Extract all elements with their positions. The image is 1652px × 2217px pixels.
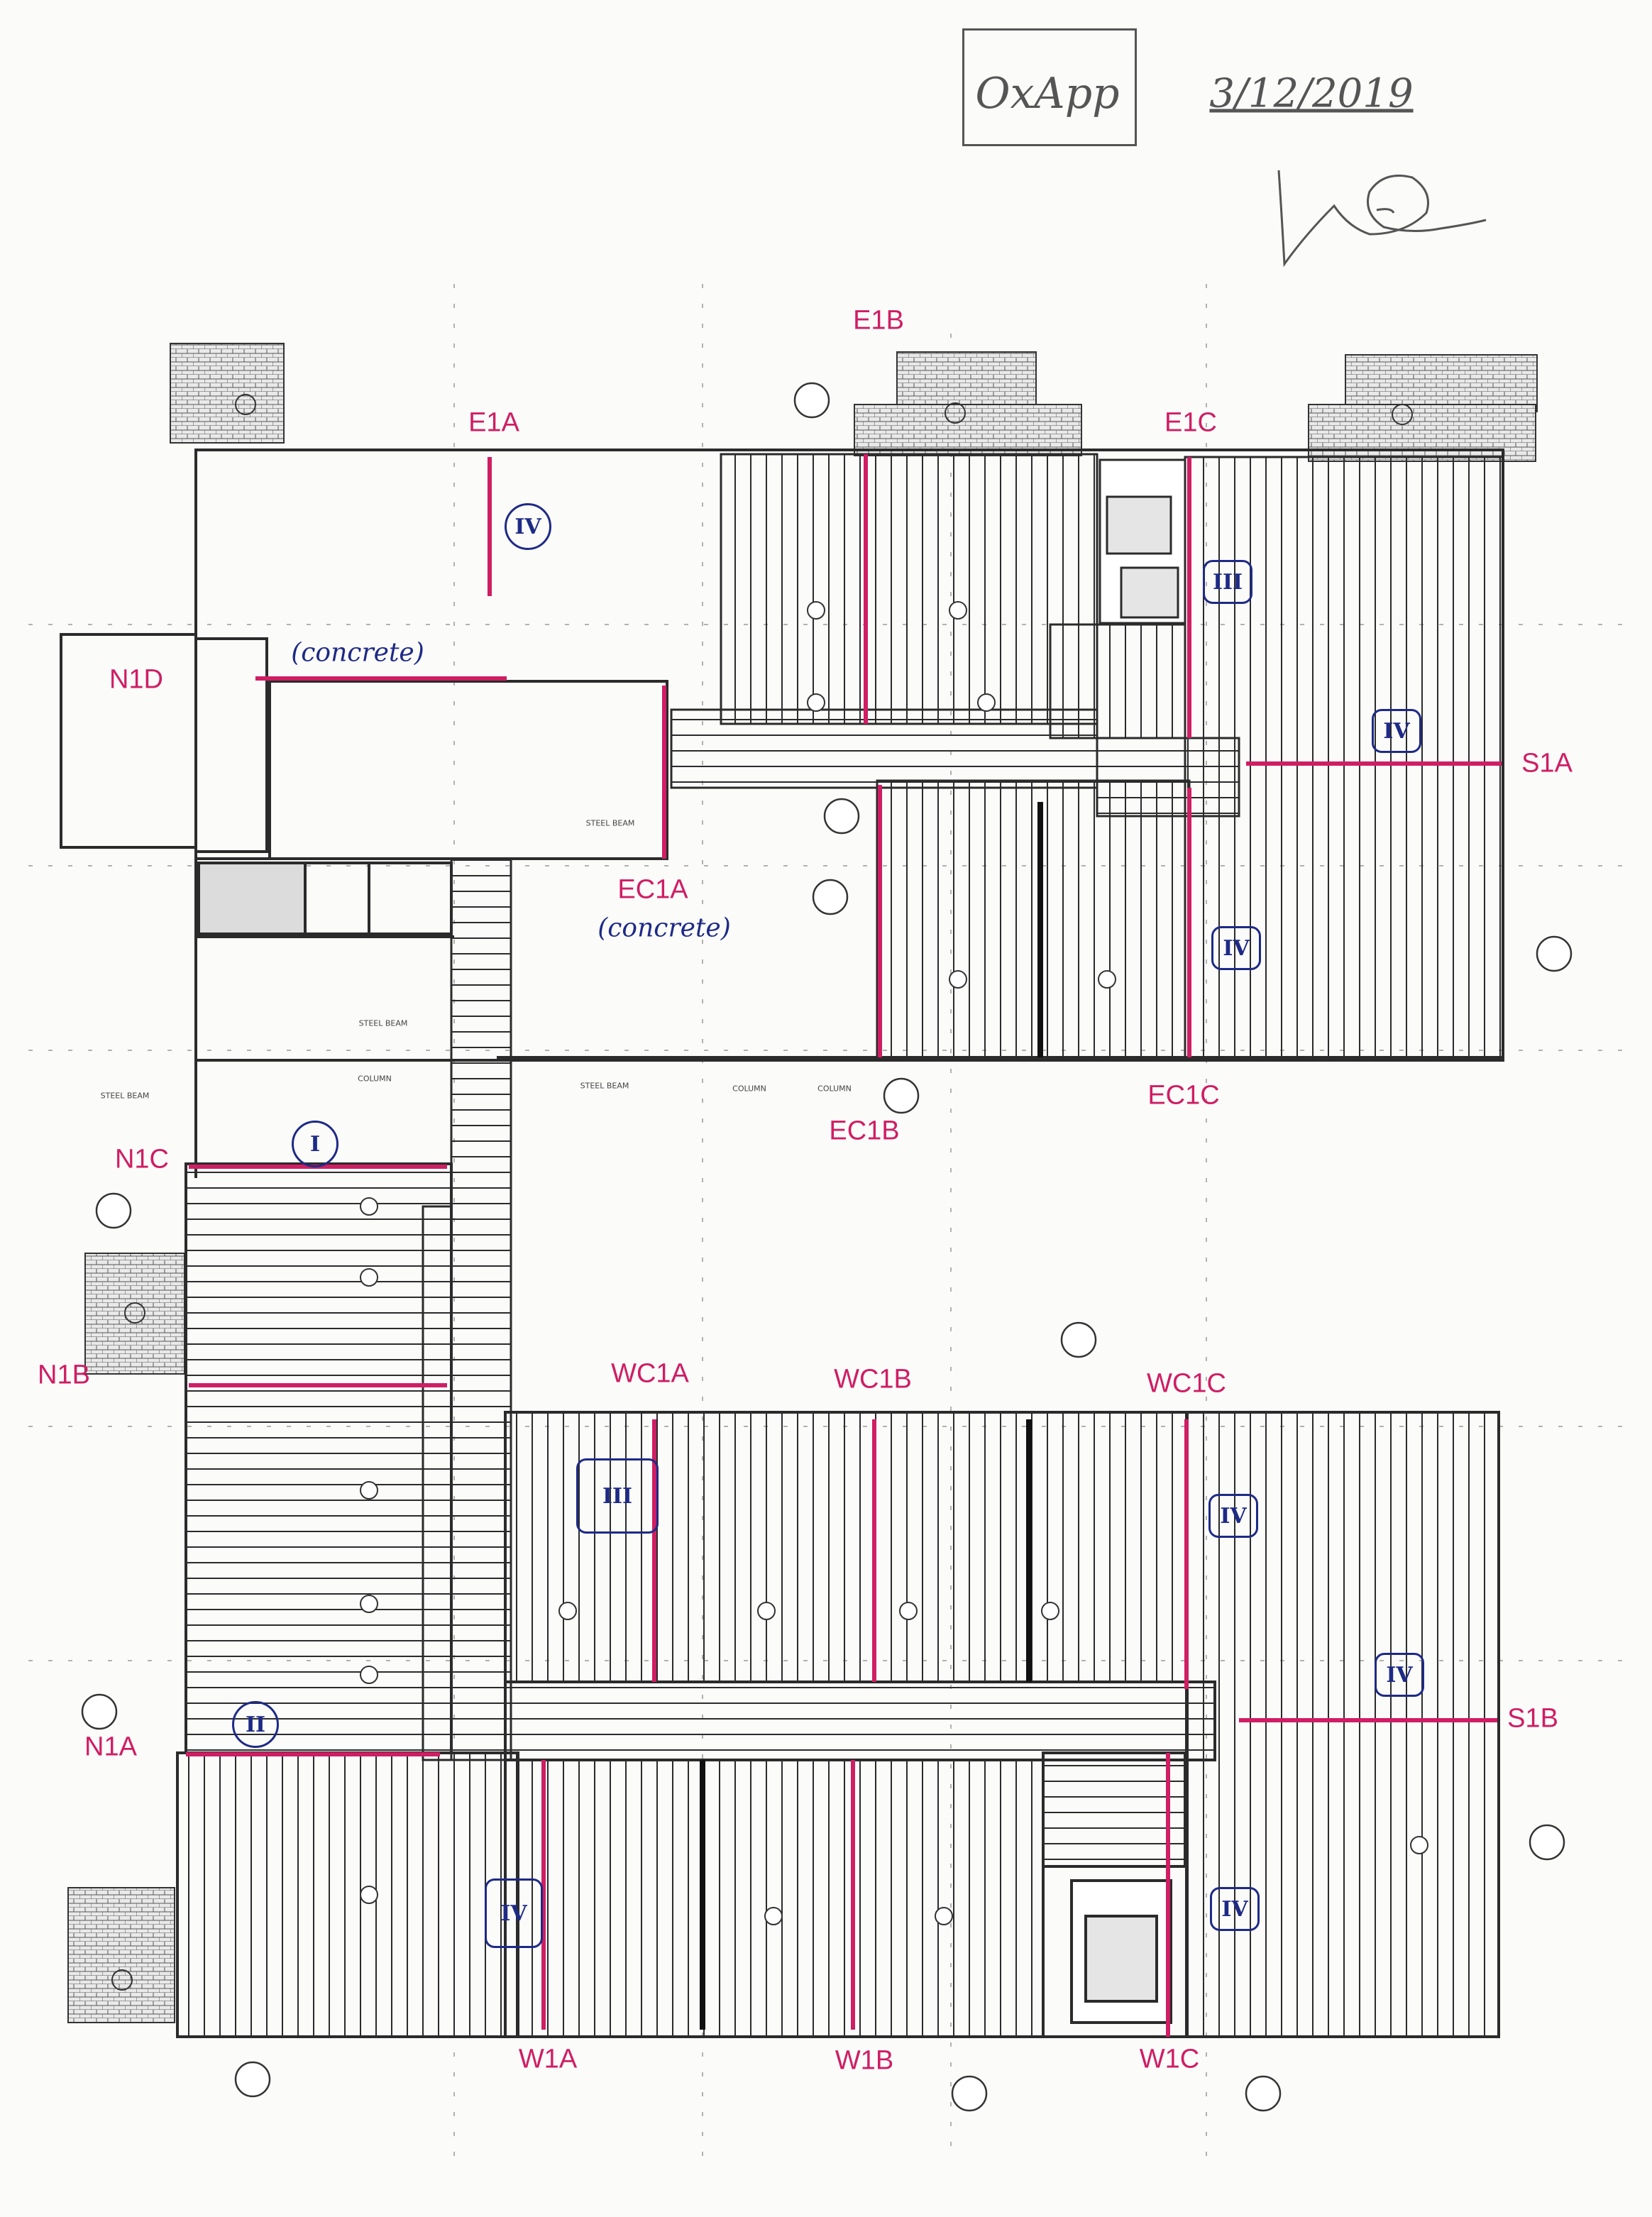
label-wc1c: WC1C [1147, 1368, 1226, 1399]
label-w1a: W1A [518, 2044, 578, 2074]
chimney-blocks [67, 343, 1538, 2023]
note-steel-beam: STEEL BEAM [585, 818, 635, 828]
label-e1c: E1C [1164, 407, 1217, 438]
structural-lines [700, 802, 1043, 2030]
signature [1277, 170, 1487, 268]
label-wc1a: WC1A [611, 1358, 689, 1389]
zone-mark: IV [485, 1878, 543, 1948]
magenta-lines [186, 454, 1502, 2037]
note-steel-beam: STEEL BEAM [100, 1091, 150, 1101]
label-s1b: S1B [1507, 1703, 1558, 1734]
label-s1a: S1A [1521, 748, 1573, 779]
zone-mark: II [232, 1701, 279, 1748]
label-wc1b: WC1B [834, 1364, 912, 1394]
label-n1c: N1C [114, 1144, 170, 1174]
note-column: COLUMN [358, 1074, 392, 1084]
date-text: 3/12/2019 [1209, 70, 1414, 117]
app-name-box [962, 28, 1137, 146]
left-lower-wing [176, 1162, 519, 2038]
note-steel-beam: STEEL BEAM [580, 1081, 629, 1091]
concrete-note-mid: (concrete) [598, 913, 731, 943]
app-name: OxApp [975, 69, 1120, 119]
zone-mark: III [1203, 560, 1252, 604]
zone-mark: IV [1208, 1494, 1258, 1538]
label-e1a: E1A [468, 407, 519, 438]
bottom-wing [504, 1411, 1500, 2038]
zone-mark: IV [1210, 1887, 1260, 1931]
label-ec1a: EC1A [617, 874, 688, 905]
section-bubbles [81, 382, 1573, 2112]
concrete-note-top: (concrete) [291, 638, 424, 668]
note-steel-beam: STEEL BEAM [358, 1018, 408, 1028]
label-e1b: E1B [853, 305, 904, 336]
column-markers [360, 601, 1428, 1925]
zone-mark: IV [1375, 1653, 1424, 1697]
zone-mark: IV [505, 503, 551, 550]
label-n1a: N1A [84, 1732, 137, 1762]
label-n1b: N1B [38, 1360, 90, 1390]
zone-mark: III [576, 1458, 659, 1534]
zone-mark: IV [1372, 709, 1421, 753]
zone-mark: IV [1211, 926, 1261, 970]
joist-areas-upper [670, 453, 1504, 1059]
label-w1c: W1C [1139, 2044, 1200, 2074]
upper-wing [60, 449, 1504, 1178]
label-ec1b: EC1B [829, 1116, 900, 1146]
note-column: COLUMN [817, 1084, 852, 1094]
zone-mark: I [292, 1121, 338, 1167]
note-column: COLUMN [732, 1084, 766, 1094]
label-ec1c: EC1C [1147, 1080, 1220, 1111]
label-n1d: N1D [109, 664, 164, 695]
label-w1b: W1B [835, 2045, 894, 2076]
